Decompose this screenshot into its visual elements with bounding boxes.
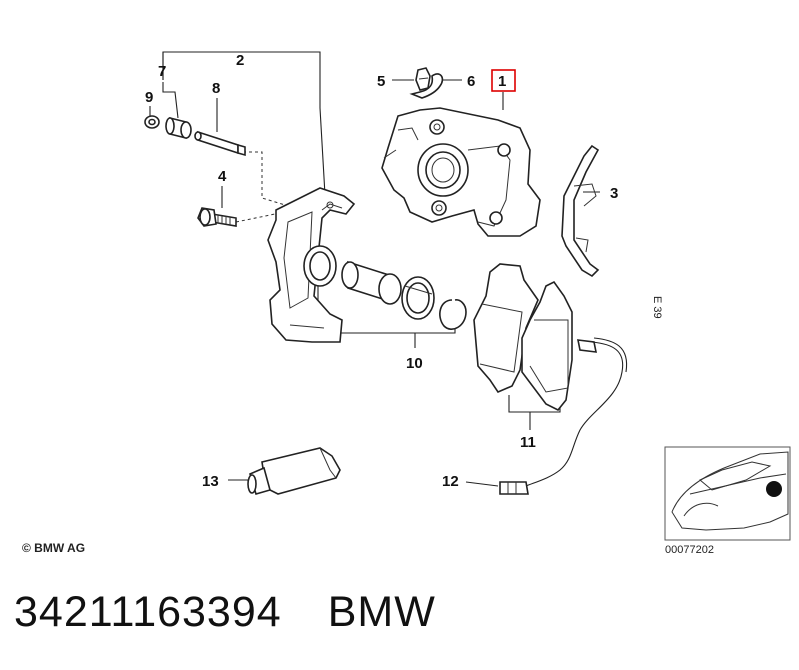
copyright: © BMW AG [22, 541, 86, 555]
anti-rattle-spring-part-3 [561, 144, 600, 278]
inset-code: 00077202 [665, 544, 714, 556]
bleed-valve-part-5 [415, 67, 431, 91]
callout-5: 5 [377, 73, 385, 90]
part-footer: 34211163394 BMW [14, 588, 436, 637]
callout-8: 8 [212, 80, 220, 97]
callout-12: 12 [442, 473, 459, 490]
bolt-part-4 [197, 207, 237, 227]
brake-pads-part-11 [473, 263, 598, 412]
bleed-cap-part-6 [409, 73, 444, 99]
callout-3: 3 [610, 185, 618, 202]
callout-13: 13 [202, 473, 219, 490]
grease-tube-part-13 [247, 447, 341, 495]
callout-2: 2 [236, 52, 244, 69]
model-side-label: E 39 [651, 296, 663, 319]
leader-lines [149, 51, 600, 487]
callout-7: 7 [158, 63, 166, 80]
callout-6: 6 [467, 73, 475, 90]
wear-sensor-part-12 [499, 337, 628, 495]
part-number: 34211163394 [14, 588, 282, 636]
callout-4: 4 [218, 168, 227, 185]
guide-pin-part-8 [194, 130, 246, 157]
callout-labels: 1 2 3 4 5 6 7 8 9 10 11 12 13 [145, 52, 618, 490]
callout-9: 9 [145, 89, 153, 106]
dust-cap-part-9 [144, 115, 160, 129]
brake-location-marker [766, 481, 782, 497]
piston-kit-part-10 [303, 245, 467, 330]
brake-caliper-part-1 [381, 107, 541, 237]
brand-name: BMW [327, 588, 436, 636]
callout-1-highlight [491, 69, 516, 92]
guide-bushing-part-7 [165, 116, 192, 140]
callout-10: 10 [406, 355, 423, 372]
callout-11: 11 [520, 434, 536, 451]
vehicle-location-inset: 00077202 [664, 446, 791, 556]
callout-1: 1 [498, 73, 506, 90]
